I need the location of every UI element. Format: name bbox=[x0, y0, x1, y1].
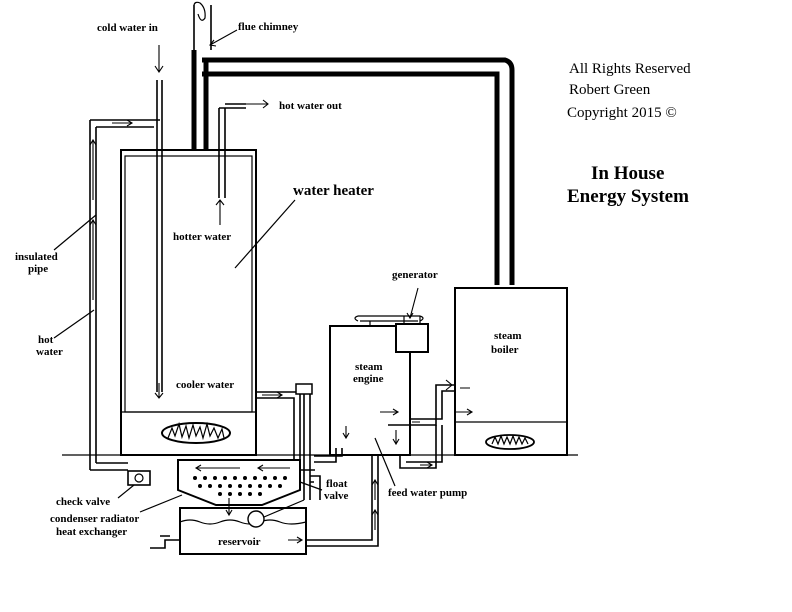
title-line-1: In House bbox=[591, 163, 664, 184]
leader-water-heater bbox=[234, 199, 296, 269]
flue-chimney-route-2 bbox=[202, 71, 500, 285]
copyright-line-1: All Rights Reserved bbox=[569, 61, 691, 77]
flue-chimney-top bbox=[193, 1, 206, 21]
label-insulated: insulated bbox=[15, 251, 58, 263]
leader-feed-pump bbox=[374, 437, 396, 487]
generator-arrow bbox=[406, 287, 419, 320]
label-water: water bbox=[36, 346, 63, 358]
reservoir-drip bbox=[225, 498, 233, 517]
leader-check-valve bbox=[117, 484, 135, 499]
feed-water-arrows bbox=[371, 478, 379, 530]
flue-chimney-route bbox=[202, 57, 515, 285]
insulated-pipe-arrows bbox=[89, 119, 134, 300]
leader-condenser bbox=[139, 494, 183, 513]
label-feed-water-pump: feed water pump bbox=[388, 487, 467, 499]
steam-engine-arrows bbox=[342, 408, 400, 446]
reservoir-tank bbox=[179, 507, 307, 555]
leader-hot-water bbox=[53, 309, 95, 339]
water-heater-tank bbox=[120, 149, 257, 456]
label-steam-boiler-2: boiler bbox=[491, 344, 519, 356]
leader-float-valve bbox=[299, 481, 323, 491]
steam-boiler-flame bbox=[491, 434, 529, 446]
cooler-pipe-cap bbox=[295, 383, 313, 395]
label-cooler-water: cooler water bbox=[176, 379, 234, 391]
cold-water-down-arrow bbox=[154, 383, 164, 399]
label-steam-engine-2: engine bbox=[353, 373, 384, 385]
condenser-body bbox=[177, 459, 301, 506]
float-ball bbox=[247, 510, 265, 528]
condenser-arrows bbox=[194, 464, 290, 472]
label-flue-chimney: flue chimney bbox=[238, 21, 299, 33]
reservoir-tap bbox=[150, 535, 180, 549]
generator-belt bbox=[403, 316, 421, 324]
steam-engine-pulley bbox=[354, 315, 424, 322]
boiler-feed-line bbox=[399, 425, 443, 469]
generator-box bbox=[395, 323, 429, 353]
label-condenser-1: condenser radiator bbox=[50, 513, 139, 525]
label-reservoir: reservoir bbox=[218, 536, 261, 548]
float-arm bbox=[263, 499, 305, 518]
boiler-feed-arrow bbox=[420, 461, 434, 469]
reservoir-outlet-arrow bbox=[288, 536, 304, 544]
label-valve: valve bbox=[324, 490, 349, 502]
label-hotter-water: hotter water bbox=[173, 231, 231, 243]
label-water-heater: water heater bbox=[293, 183, 374, 199]
label-hot: hot bbox=[38, 334, 54, 346]
leader-insulated bbox=[53, 214, 97, 251]
label-float: float bbox=[326, 478, 348, 490]
label-condenser-2: heat exchanger bbox=[56, 526, 127, 538]
cold-water-arrow bbox=[154, 45, 164, 73]
flue-chimney-left bbox=[191, 50, 209, 150]
hotter-water-arrow bbox=[215, 199, 225, 225]
copyright-line-2: Robert Green bbox=[569, 82, 651, 98]
title-line-2: Energy System bbox=[567, 186, 689, 207]
insulated-pipe bbox=[89, 119, 160, 471]
cooler-water-arrow bbox=[262, 391, 284, 399]
steam-engine-exhaust bbox=[314, 448, 343, 463]
label-steam-boiler-1: steam bbox=[494, 330, 522, 342]
label-hot-water-out: hot water out bbox=[279, 100, 342, 112]
hot-water-out-arrows bbox=[246, 99, 269, 109]
water-heater-flame bbox=[167, 421, 225, 441]
label-pipe: pipe bbox=[28, 263, 48, 275]
water-heater-burner bbox=[161, 422, 231, 444]
cooler-water-pipe bbox=[256, 391, 315, 471]
check-valve-ball bbox=[134, 473, 144, 483]
label-steam-engine-1: steam bbox=[355, 361, 383, 373]
steam-boiler-body bbox=[454, 287, 568, 456]
label-cold-water-in: cold water in bbox=[97, 22, 158, 34]
reservoir-water-line bbox=[179, 519, 307, 525]
steam-line bbox=[388, 384, 455, 426]
condenser-dots bbox=[193, 476, 287, 496]
cold-water-pipe bbox=[156, 80, 163, 392]
copyright-line-3: Copyright 2015 © bbox=[567, 105, 677, 121]
flue-arrow bbox=[208, 29, 238, 47]
steam-line-arrows bbox=[412, 379, 474, 423]
hot-water-out-pipe bbox=[218, 103, 246, 198]
float-valve-line bbox=[310, 475, 321, 500]
label-generator: generator bbox=[392, 269, 438, 281]
feed-water-line bbox=[306, 440, 379, 547]
label-check-valve: check valve bbox=[56, 496, 110, 508]
